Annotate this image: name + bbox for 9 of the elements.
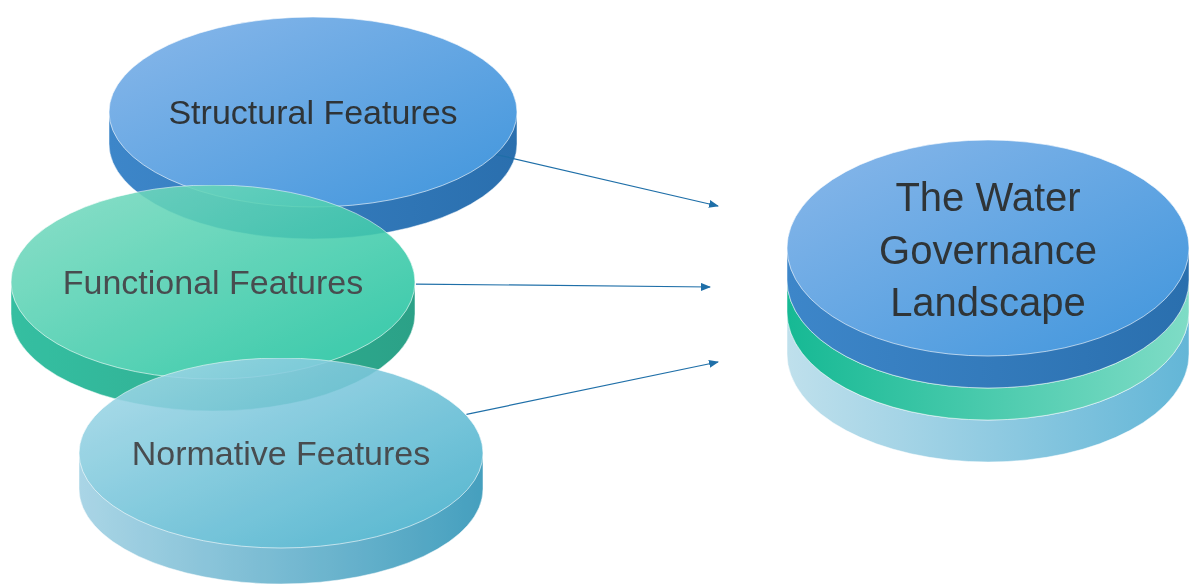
arrow xyxy=(495,153,719,208)
disc-node xyxy=(786,140,1190,464)
arrow xyxy=(415,282,711,291)
arrow xyxy=(465,359,719,415)
disc-label: Structural Features xyxy=(168,91,458,133)
disc-label: The Water Governance Landscape xyxy=(878,173,1098,327)
disc-label: Normative Features xyxy=(131,432,431,474)
disc-node xyxy=(78,358,484,586)
disc-label: Functional Features xyxy=(62,261,364,303)
